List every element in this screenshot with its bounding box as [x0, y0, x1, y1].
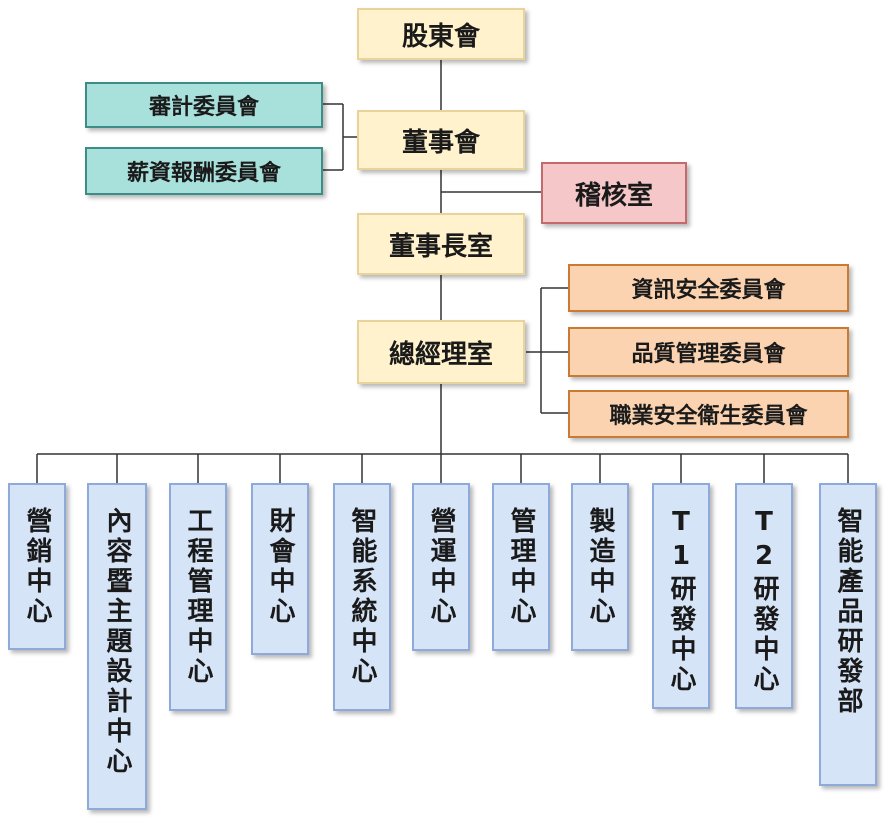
department-box: 製造中心 [571, 483, 629, 651]
department-label: 管理中心 [506, 507, 536, 627]
president-office-box: 總經理室 [357, 320, 525, 384]
department-label: 工程管理中心 [183, 507, 213, 687]
department-box: 工程管理中心 [169, 483, 227, 711]
quality-management-committee-box: 品質管理委員會 [568, 327, 849, 377]
department-box: 內容暨主題設計中心 [87, 483, 147, 810]
department-label: T1研發中心 [666, 507, 696, 695]
department-label: 智能產品研發部 [833, 507, 863, 717]
internal-audit-office-label: 稽核室 [574, 180, 653, 211]
department-box: 智能產品研發部 [819, 483, 877, 786]
shareholders-meeting-box: 股東會 [357, 8, 525, 60]
board-of-directors-box: 董事會 [357, 110, 525, 170]
occupational-safety-committee-box: 職業安全衛生委員會 [568, 390, 849, 438]
department-label: 營運中心 [426, 507, 456, 627]
chairman-office-label: 董事長室 [388, 231, 493, 262]
audit-committee-label: 審計委員會 [148, 95, 259, 120]
president-office-label: 總經理室 [388, 339, 493, 370]
department-label: 智能系統中心 [347, 507, 377, 687]
department-box: 管理中心 [492, 483, 550, 651]
department-box: 營運中心 [412, 483, 470, 651]
info-security-committee-box: 資訊安全委員會 [568, 264, 849, 312]
chairman-office-box: 董事長室 [357, 213, 525, 275]
department-box: T1研發中心 [652, 483, 710, 709]
shareholders-meeting-label: 股東會 [401, 21, 480, 52]
audit-committee-box: 審計委員會 [85, 82, 323, 128]
board-of-directors-label: 董事會 [401, 127, 480, 158]
department-box: T2研發中心 [735, 483, 793, 709]
department-label: 內容暨主題設計中心 [102, 507, 132, 777]
internal-audit-office-box: 稽核室 [541, 162, 687, 224]
department-box: 財會中心 [251, 483, 309, 655]
department-label: T2研發中心 [749, 507, 779, 695]
quality-management-committee-label: 品質管理委員會 [631, 342, 786, 367]
info-security-committee-label: 資訊安全委員會 [631, 278, 786, 303]
department-label: 營銷中心 [22, 507, 52, 627]
remuneration-committee-label: 薪資報酬委員會 [126, 161, 281, 186]
remuneration-committee-box: 薪資報酬委員會 [85, 147, 323, 195]
department-label: 財會中心 [265, 507, 295, 627]
department-box: 營銷中心 [8, 483, 66, 650]
occupational-safety-committee-label: 職業安全衛生委員會 [609, 404, 808, 429]
department-box: 智能系統中心 [333, 483, 391, 711]
department-label: 製造中心 [585, 507, 615, 627]
